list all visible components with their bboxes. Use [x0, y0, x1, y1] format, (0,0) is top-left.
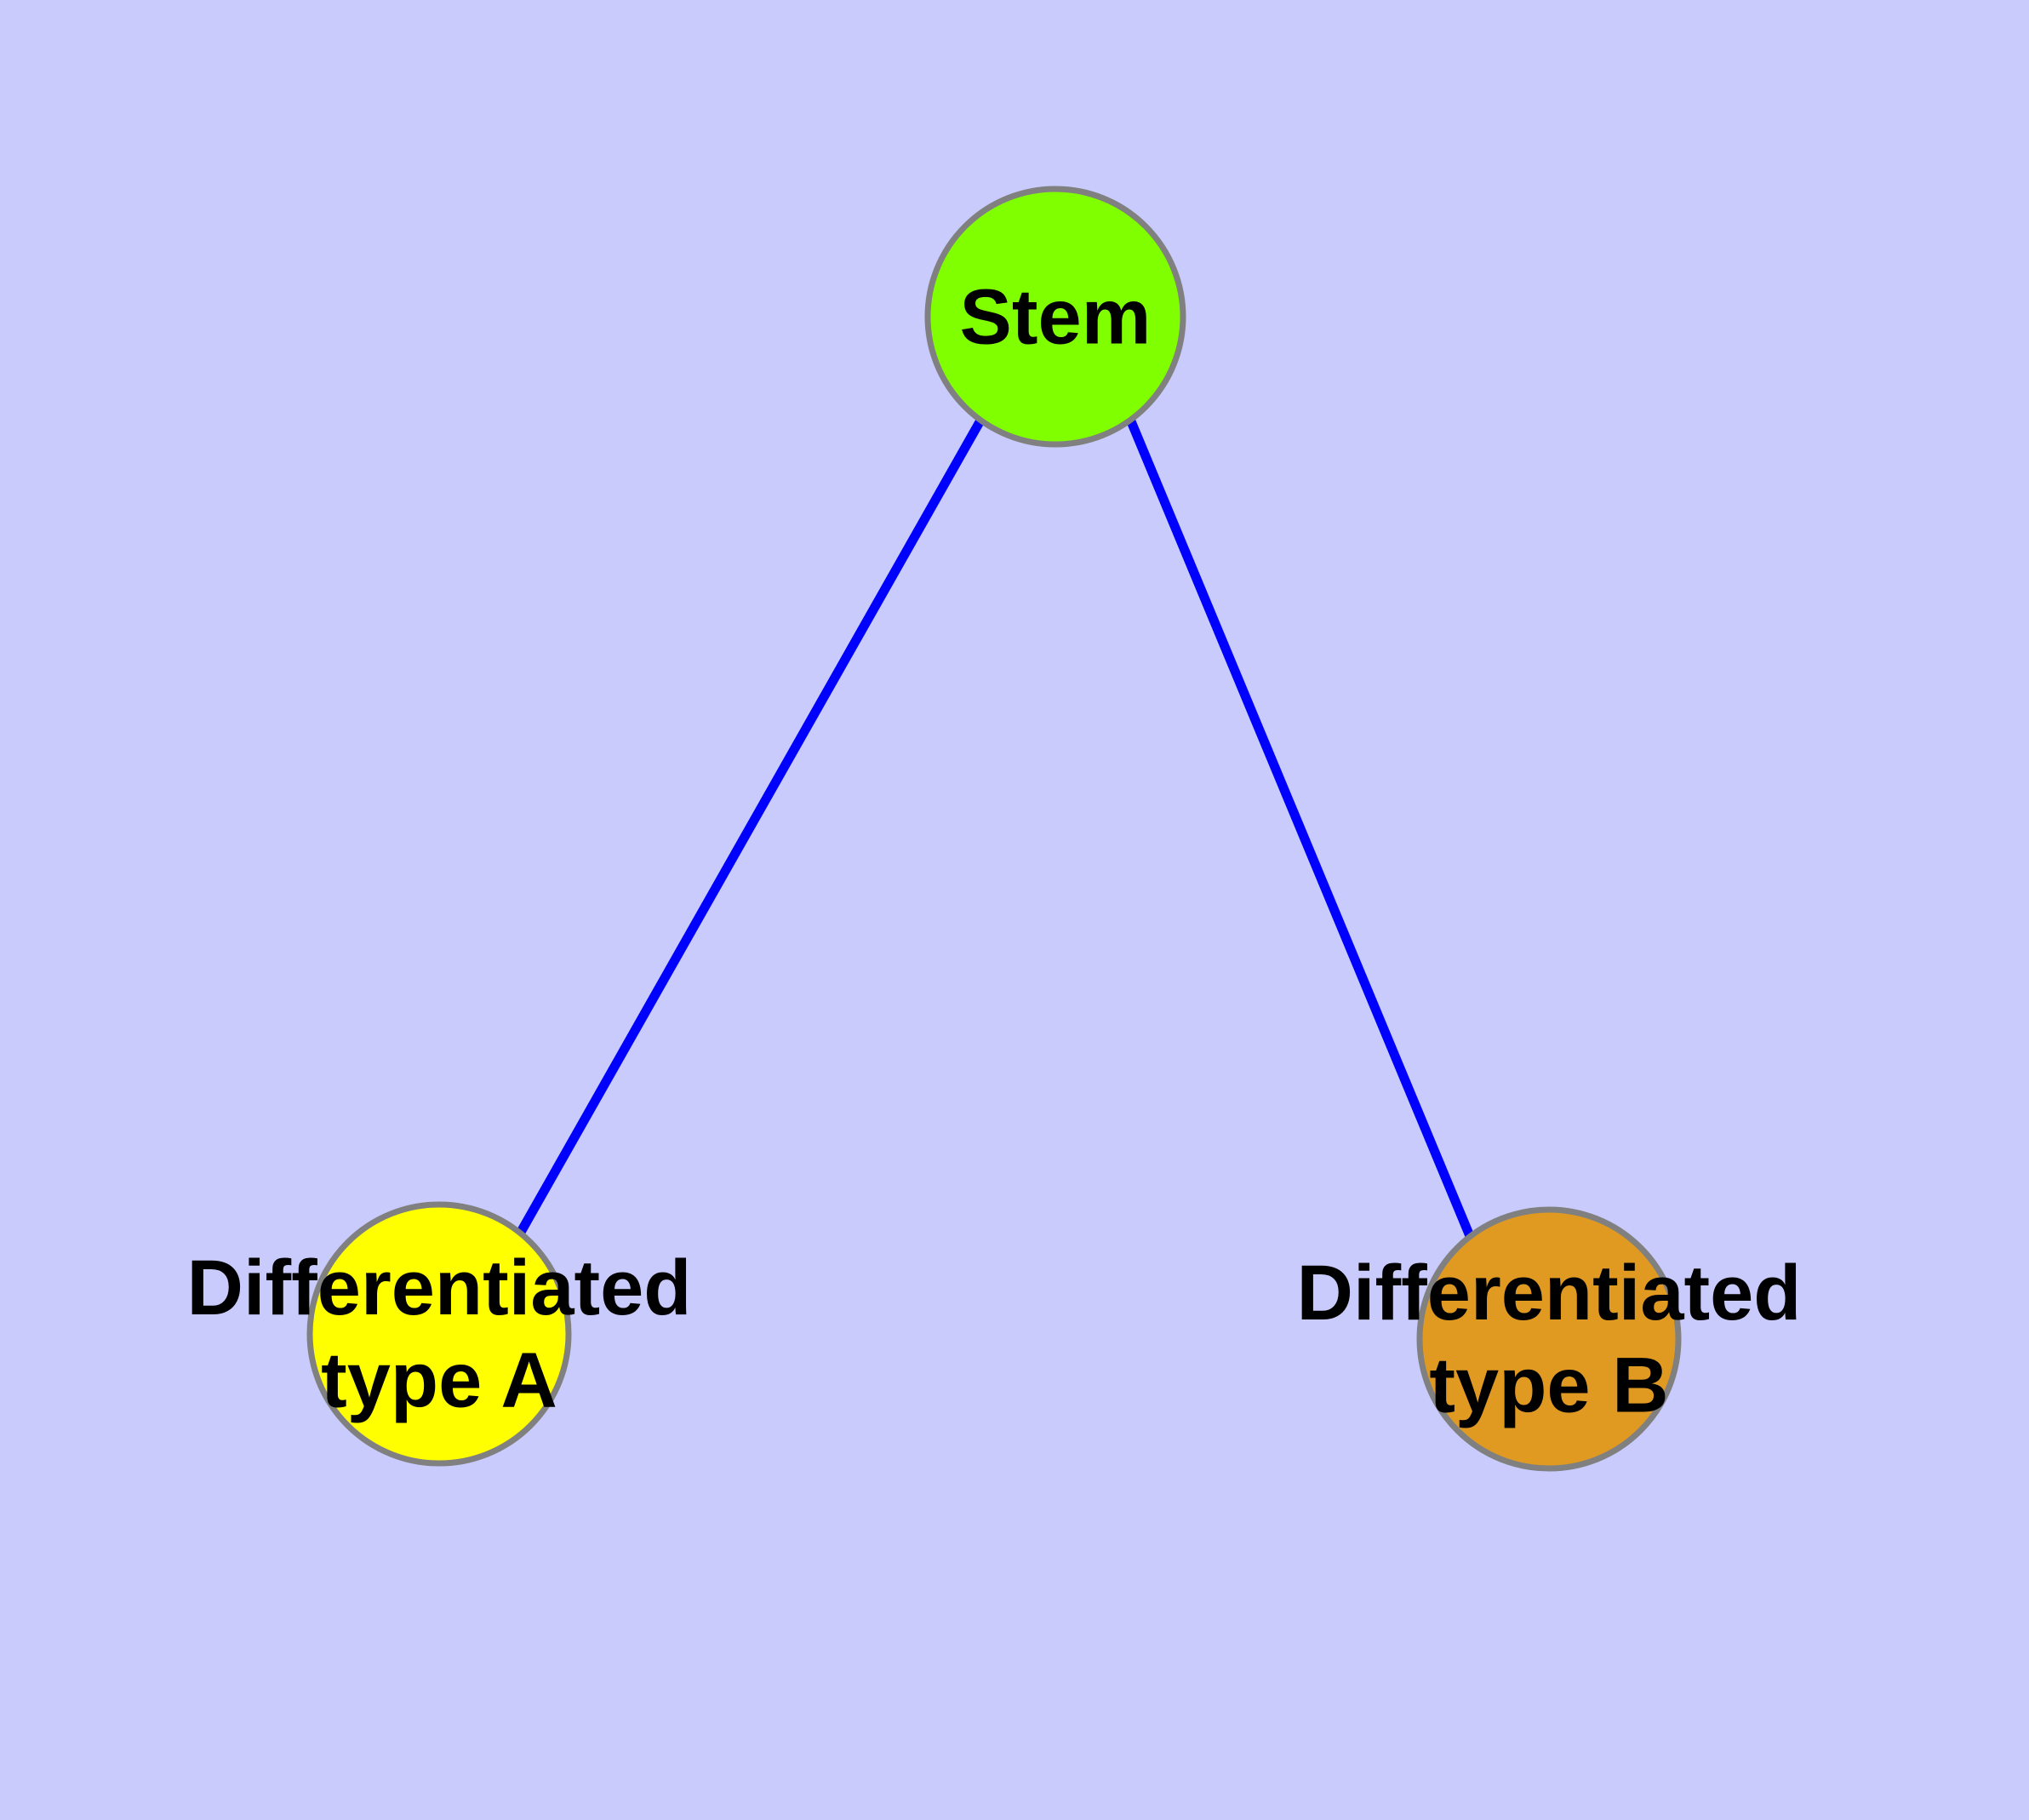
node-circle-diff-b[interactable]	[1416, 1206, 1682, 1472]
edge-stem-to-diff-a[interactable]	[516, 418, 985, 1236]
edge-stem-to-diff-b[interactable]	[1126, 419, 1475, 1239]
node-label-line: type B	[1429, 1342, 1668, 1429]
node-label-line: Stem	[960, 273, 1152, 360]
node-label-line: type A	[321, 1337, 557, 1424]
node-label-line: Differentiated	[1297, 1250, 1802, 1336]
node-circle-diff-a[interactable]	[306, 1201, 572, 1467]
node-circle-stem[interactable]	[924, 186, 1186, 448]
node-layer	[306, 186, 1682, 1472]
node-label-line: Differentiated	[187, 1245, 692, 1331]
edge-layer	[516, 418, 1475, 1239]
node-label-stem: Stem	[960, 273, 1152, 360]
